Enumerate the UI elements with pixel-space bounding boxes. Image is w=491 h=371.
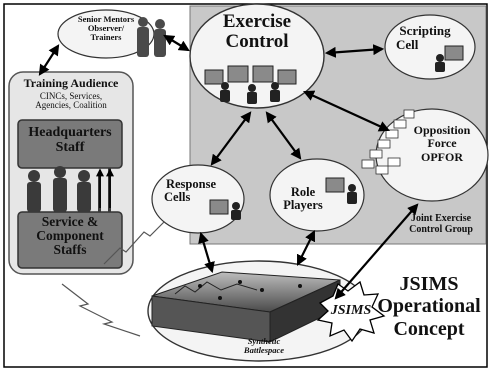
terrain-block-icon (151, 271, 341, 343)
opposition-force-line3: OPFOR (421, 150, 463, 165)
vertical-staff-arrows (96, 168, 114, 208)
service-component-line1: Service & (41, 214, 99, 229)
soldiers-icon (27, 166, 111, 212)
opposition-force-line2: Force (427, 135, 457, 150)
training-audience-sub1: CINCs, Services, (39, 91, 103, 101)
role-players-label: Role Players (278, 185, 328, 213)
scripting-cell-line1: Scripting (399, 23, 451, 38)
computer-operator-icon (435, 45, 464, 72)
headquarters-box (17, 119, 123, 169)
opposition-force-line1: Opposition (413, 123, 471, 137)
response-cells-ellipse (151, 164, 245, 234)
training-audience-label: Training Audience (10, 77, 132, 90)
response-cells-label: Response Cells (160, 177, 222, 205)
service-component-label: Service & Component Staffs (18, 214, 122, 258)
lightning-center-icon (103, 221, 165, 265)
jsims-burst-text: JSIMS (330, 303, 372, 318)
service-component-line3: Staffs (53, 242, 87, 258)
headquarters-staff-label: Headquarters Staff (18, 125, 122, 155)
training-audience-sub2: Agencies, Coalition (35, 100, 107, 111)
training-audience-title: Training Audience (23, 76, 119, 90)
senior-mentors-line3: Trainers (90, 31, 122, 42)
role-player-icon (325, 177, 357, 204)
scripting-cell-line2: Cell (396, 36, 419, 52)
service-component-box (17, 211, 123, 269)
joint-exercise-line1: Joint Exercise (410, 213, 472, 224)
exercise-control-line1: Exercise (222, 11, 292, 32)
operational-concept-label: JSIMS Operational Concept (374, 273, 484, 340)
scripting-cell-ellipse (384, 14, 476, 80)
headquarters-staff-line1: Headquarters (28, 125, 112, 140)
role-players-line2: Players (283, 198, 323, 213)
response-cells-line2: Cells (164, 190, 191, 205)
operational-line2: Operational (377, 295, 481, 318)
opfor-documents-icon (361, 109, 415, 175)
scripting-cell-label: Scripting Cell (392, 24, 458, 51)
joint-exercise-line2: Control Group (409, 223, 473, 235)
headquarters-staff-line2: Staff (55, 139, 85, 155)
connector-arrows (38, 34, 419, 300)
senior-mentors-label: Senior Mentors Observer/ Trainers (68, 15, 144, 42)
training-audience-sub: CINCs, Services, Agencies, Coalition (10, 91, 132, 111)
service-component-line2: Component (36, 228, 104, 244)
synthetic-battlespace-label: Synthetic Battlespace (232, 337, 296, 355)
jsims-burst-label: JSIMS (326, 303, 376, 319)
senior-mentors-line1: Senior Mentors (77, 14, 135, 24)
mentor-figures-icon (137, 17, 166, 57)
exercise-control-line2: Control (225, 30, 289, 52)
operational-line1: JSIMS (399, 273, 459, 295)
synthetic-line1: Synthetic (247, 336, 281, 346)
control-room-icon (204, 65, 297, 104)
opposition-force-label: Opposition Force OPFOR (400, 124, 484, 164)
operational-line3: Concept (393, 317, 465, 340)
role-players-line1: Role (290, 185, 316, 199)
response-terminal-icon (209, 199, 241, 220)
response-cells-line1: Response (165, 177, 216, 191)
senior-mentors-line2: Observer/ (87, 22, 125, 33)
exercise-control-label: Exercise Control (205, 12, 309, 52)
lightning-left-icon (61, 283, 141, 337)
joint-exercise-label: Joint Exercise Control Group (398, 213, 484, 235)
synthetic-line2: Battlespace (243, 344, 285, 355)
